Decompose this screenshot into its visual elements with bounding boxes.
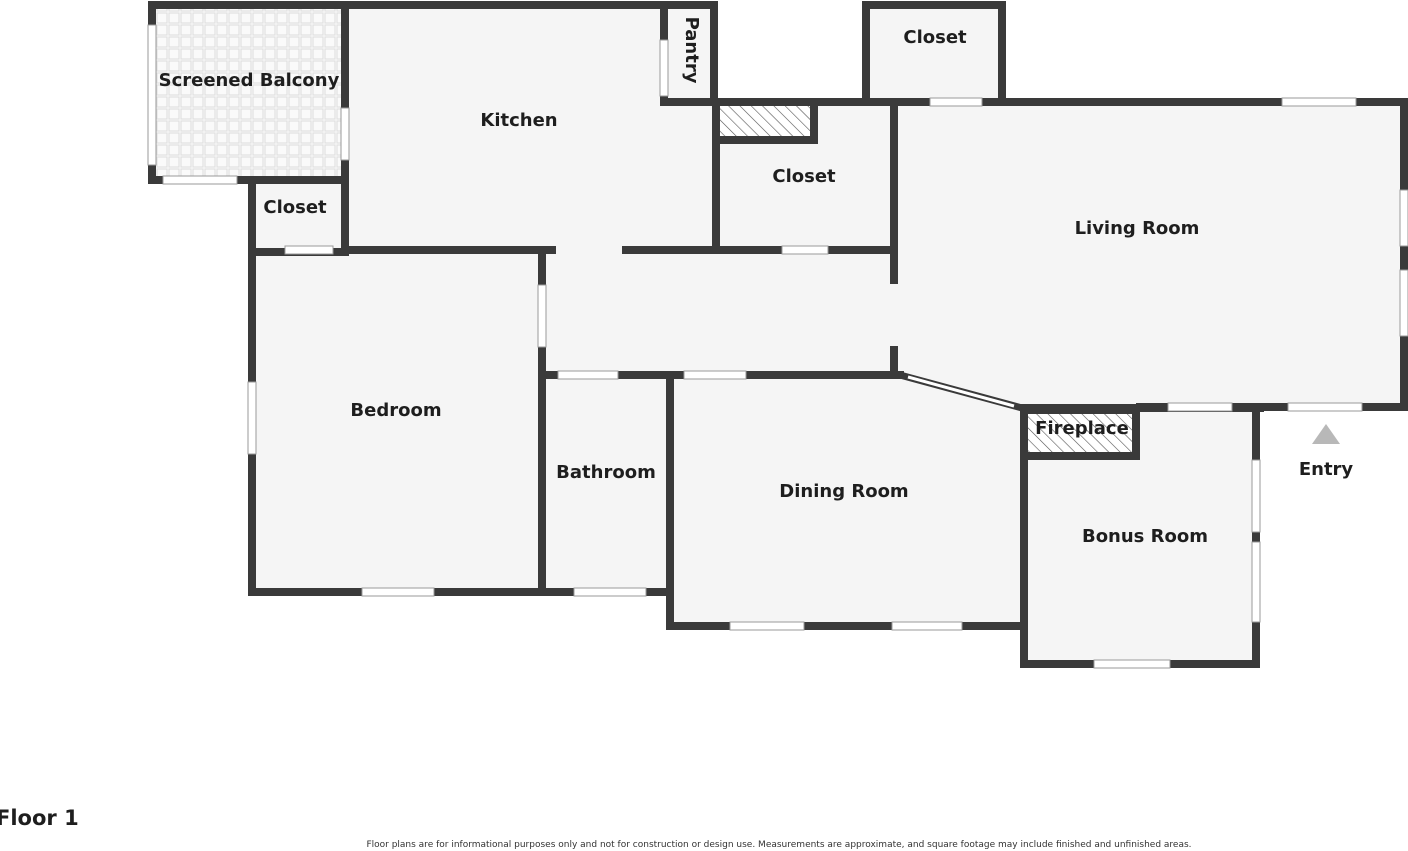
label-fireplace: Fireplace	[1035, 418, 1129, 439]
angled-window	[907, 375, 1015, 408]
screened-balcony-floor	[154, 7, 345, 179]
label-closet-top: Closet	[903, 27, 967, 48]
label-entry: Entry	[1299, 459, 1354, 480]
main-floor	[345, 7, 1404, 408]
closet-top-floor	[868, 6, 1002, 102]
dining-floor	[672, 375, 1022, 624]
label-living-room: Living Room	[1075, 218, 1200, 239]
label-bonus-room: Bonus Room	[1082, 526, 1208, 547]
label-pantry: Pantry	[681, 17, 702, 84]
closet-shelf-hatch	[716, 105, 812, 139]
disclaimer-text: Floor plans are for informational purpos…	[366, 840, 1192, 850]
label-closet-mid: Closet	[772, 166, 836, 187]
floor-fills	[252, 6, 1404, 662]
label-kitchen: Kitchen	[480, 110, 557, 131]
room-labels: Screened Balcony Kitchen Pantry Closet C…	[159, 17, 1354, 547]
pantry-floor	[664, 7, 713, 103]
closet-left-floor	[252, 180, 345, 250]
label-dining-room: Dining Room	[779, 481, 908, 502]
fireplace-hatch	[1026, 410, 1136, 454]
windows	[147, 24, 1408, 669]
entry-arrow-icon	[1312, 424, 1340, 444]
label-closet-left: Closet	[263, 197, 327, 218]
label-bedroom: Bedroom	[350, 400, 441, 421]
bedroom-floor	[252, 252, 542, 592]
bathroom-floor	[542, 375, 670, 592]
label-screened-balcony: Screened Balcony	[159, 70, 340, 91]
label-bathroom: Bathroom	[556, 462, 656, 483]
floor-title: Floor 1	[0, 806, 79, 830]
